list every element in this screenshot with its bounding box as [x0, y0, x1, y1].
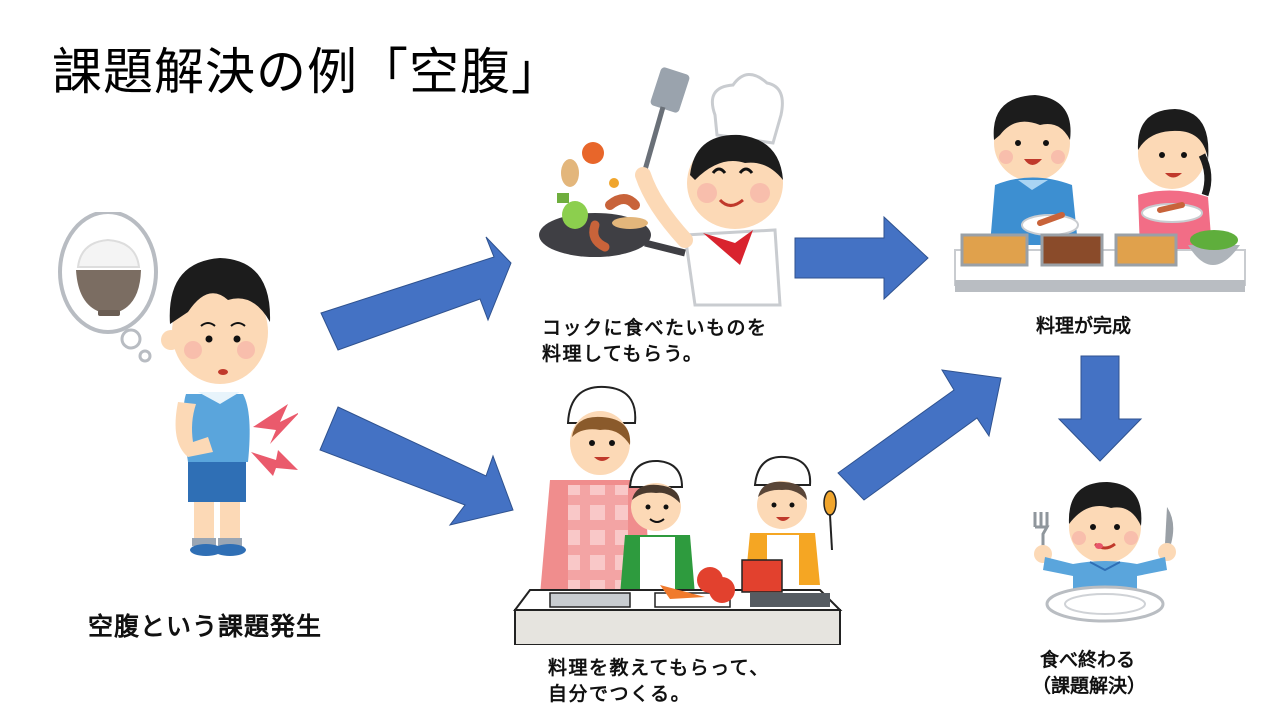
result-cooked-label: 料理が完成 [1036, 315, 1132, 337]
result-eaten-label-line1: 食べ終わる [1040, 649, 1136, 671]
option-chef-label-line2: 料理してもらう。 [542, 342, 704, 365]
arrow-down-right-to-self-cooking [318, 402, 518, 527]
arrow-right-to-cooked [794, 215, 934, 301]
problem-label: 空腹という課題発生 [88, 612, 323, 641]
option-chef-label: コックに食べたいものを 料理してもらう。 [542, 316, 768, 367]
arrow-up-right-to-cooked [836, 366, 1006, 506]
result-eaten-label-line2: （課題解決） [1032, 674, 1147, 697]
option-self-label-line1: 料理を教えてもらって、 [548, 657, 770, 679]
chef-illustration [535, 65, 785, 310]
option-self-label-line2: 自分でつくる。 [548, 682, 692, 705]
finished-eating-illustration [1015, 472, 1195, 627]
hungry-boy-illustration [48, 212, 298, 562]
option-chef-label-line1: コックに食べたいものを [542, 317, 768, 339]
slide-title: 課題解決の例「空腹」 [52, 43, 562, 101]
arrow-up-right-to-chef [316, 235, 516, 355]
family-cooking-illustration [510, 375, 845, 645]
option-self-label: 料理を教えてもらって、 自分でつくる。 [548, 656, 770, 707]
arrow-down-to-eaten [1057, 355, 1143, 463]
buffet-illustration [950, 85, 1250, 295]
result-eaten-label: 食べ終わる （課題解決） [1032, 648, 1146, 699]
